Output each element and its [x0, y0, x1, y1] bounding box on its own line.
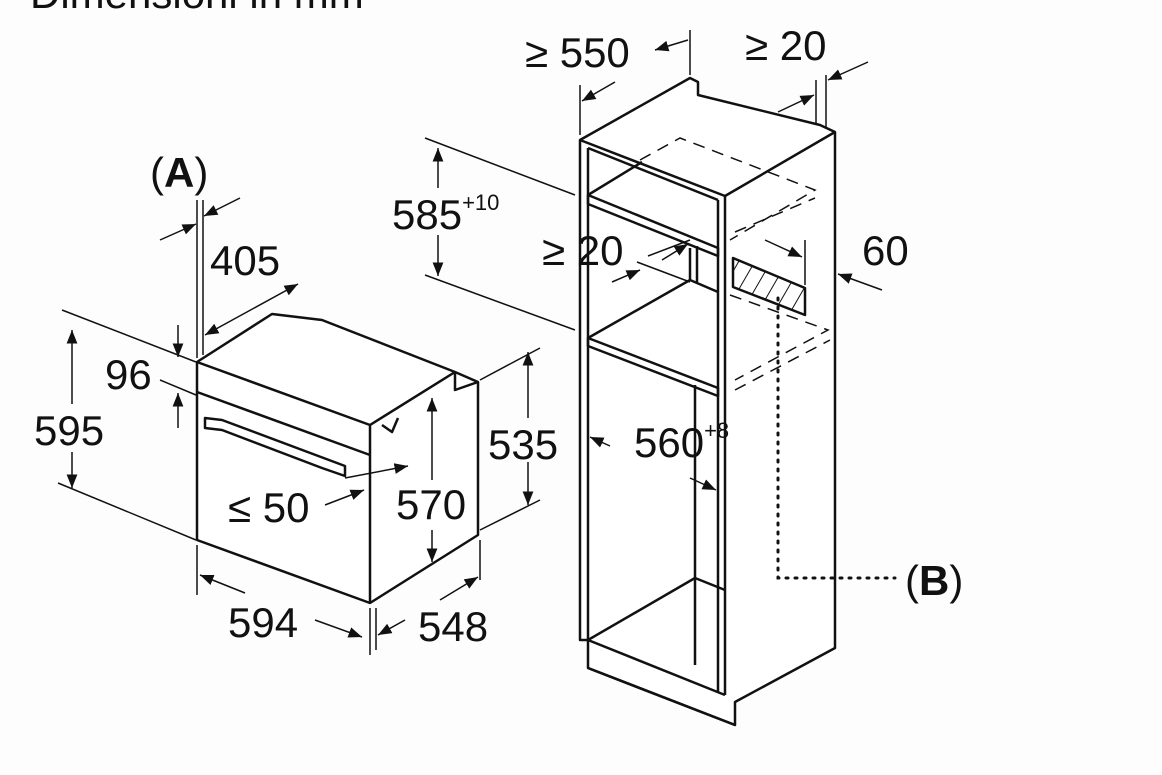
oven-dimension-lines: [57, 197, 541, 655]
label-b: (B): [905, 557, 964, 604]
cabinet-drawing: [578, 76, 837, 727]
dim-560: 560+8: [634, 418, 730, 466]
dim-ge-20-top: ≥ 20: [745, 22, 827, 69]
dim-ge-550: ≥ 550: [525, 29, 630, 76]
dim-96: 96: [105, 351, 152, 398]
dim-595: 595: [34, 407, 105, 454]
cabinet-dimension-lines: [424, 30, 897, 580]
dim-548: 548: [418, 603, 489, 650]
dim-ge-20-mid: ≥ 20: [542, 227, 624, 274]
dim-535: 535: [488, 421, 559, 468]
dim-585: 585+10: [392, 190, 500, 238]
cabinet-dashed-lines: [639, 137, 831, 391]
dim-405: 405: [210, 237, 281, 284]
dim-594: 594: [228, 599, 299, 646]
dim-le-50: ≤ 50: [228, 484, 310, 531]
dim-60: 60: [862, 227, 909, 274]
label-a: (A): [150, 149, 209, 196]
dim-570: 570: [396, 481, 467, 528]
diagram-title: Dimensioni in mm: [30, 0, 364, 18]
oven-drawing: [195, 312, 480, 605]
